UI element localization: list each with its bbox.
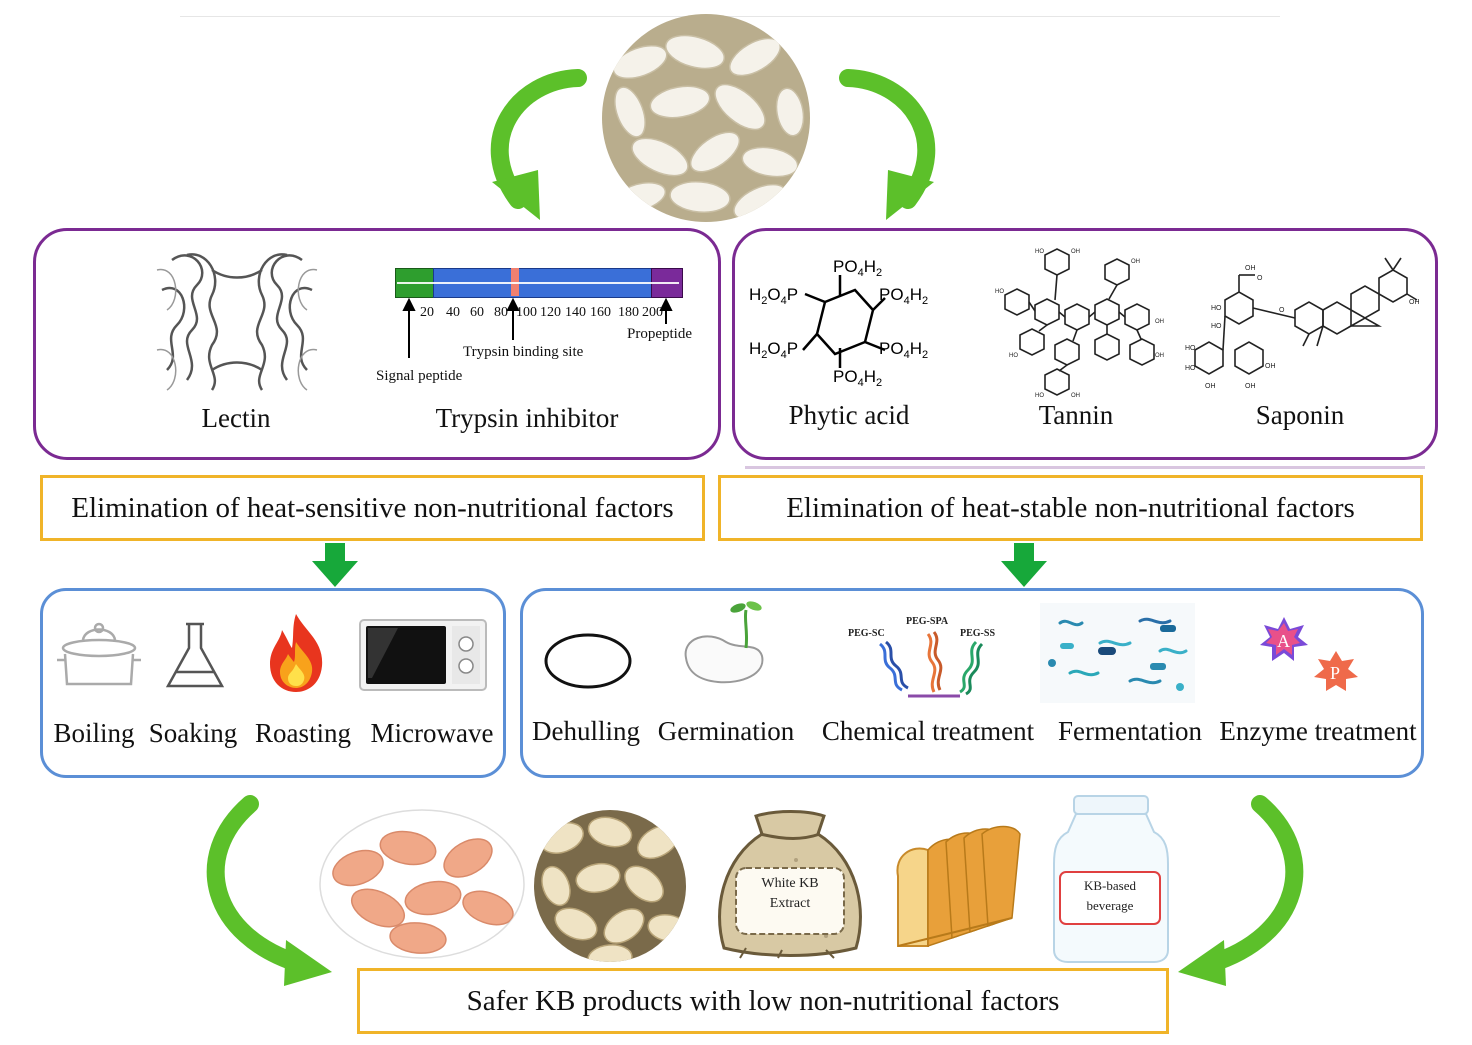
lectin-label: Lectin (201, 403, 271, 433)
flask-icon (165, 622, 225, 688)
svg-text:HO: HO (1035, 393, 1044, 399)
saponin-label: Saponin (1255, 400, 1345, 430)
bread-loaf-icon (896, 825, 1021, 948)
down-arrow-left-icon (312, 543, 358, 587)
annotation-arrows (402, 297, 673, 358)
down-arrow-right-icon (1001, 543, 1047, 587)
peg-chains-icon: PEG-SC PEG-SPA PEG-SS (848, 616, 995, 698)
germination-label: Germination (657, 716, 795, 746)
beverage-jar-icon: KB-based beverage (1053, 795, 1169, 963)
curved-arrow-bottom-right-icon (1178, 795, 1304, 986)
enzyme-a-label: A (1277, 631, 1290, 651)
heat-stable-factors-panel (732, 228, 1438, 460)
sequence-ticks: 20 40 60 80 100 120 140 160 180 200 (420, 305, 670, 321)
dehulled-beans-photo (534, 810, 686, 962)
peg-ss-label: PEG-SS (960, 628, 995, 639)
tannin-structure-icon: HO OH OH HO OH HO OH HO OH (995, 248, 1164, 399)
chemical-treatment-label: Chemical treatment (821, 716, 1035, 746)
heat-sensitive-factors-panel (33, 228, 721, 460)
tick-label: 160 (590, 305, 611, 320)
svg-text:HO: HO (1035, 249, 1044, 255)
tick-label: 20 (420, 305, 434, 320)
trypsin-binding-site-label: Trypsin binding site (463, 344, 584, 360)
curved-arrow-left-icon (490, 69, 587, 220)
lectin-protein-structure-icon (156, 253, 318, 391)
enzyme-stars-icon: A P (1260, 617, 1358, 691)
svg-text:OH: OH (1155, 353, 1164, 359)
tick-label: 80 (494, 305, 508, 320)
heat-stable-heading: Elimination of heat-stable non-nutrition… (718, 475, 1423, 541)
microwave-label: Microwave (370, 718, 494, 748)
panel-shadow-line (745, 466, 1425, 469)
svg-text:HO: HO (995, 289, 1004, 295)
sprouting-bean-icon (684, 601, 764, 684)
svg-text:OH: OH (1071, 393, 1080, 399)
svg-text:OH: OH (1155, 319, 1164, 325)
phytic-acid-label: Phytic acid (788, 400, 910, 430)
svg-text:O: O (1257, 275, 1263, 282)
signal-peptide-label: Signal peptide (376, 368, 463, 384)
heat-sensitive-heading: Elimination of heat-sensitive non-nutrit… (40, 475, 705, 541)
svg-text:PO4H2: PO4H2 (833, 257, 882, 279)
fire-icon (270, 614, 323, 692)
sequence-highlight-line (397, 282, 679, 284)
boiling-label: Boiling (53, 718, 135, 748)
microwave-icon (359, 619, 487, 691)
propeptide-label: Propeptide (627, 326, 692, 342)
tick-label: 180 (618, 305, 639, 320)
svg-text:HO: HO (1185, 365, 1196, 372)
svg-text:OH: OH (1265, 363, 1276, 370)
svg-text:OH: OH (1245, 383, 1256, 390)
final-result-box: Safer KB products with low non-nutrition… (357, 968, 1169, 1034)
tick-label: 100 (516, 305, 537, 320)
svg-text:OH: OH (1245, 265, 1256, 272)
dehulling-label: Dehulling (532, 716, 640, 746)
fermentation-label: Fermentation (1058, 716, 1202, 746)
tick-label: 60 (470, 305, 484, 320)
tick-label: 200 (642, 305, 663, 320)
svg-text:H2O4P: H2O4P (749, 285, 798, 307)
roasting-label: Roasting (254, 718, 352, 748)
svg-text:HO: HO (1211, 323, 1222, 330)
tannin-label: Tannin (1038, 400, 1114, 430)
cooking-pot-icon (57, 622, 141, 686)
extract-sack-label: White KB Extract (761, 876, 819, 911)
trypsin-inhibitor-sequence-bar (395, 268, 685, 298)
curved-arrow-right-icon (839, 69, 936, 220)
svg-text:OH: OH (1409, 299, 1420, 306)
tick-label: 120 (540, 305, 561, 320)
svg-text:PO4H2: PO4H2 (833, 367, 882, 389)
white-kidney-beans-photo (602, 14, 810, 222)
svg-text:OH: OH (1131, 259, 1140, 265)
svg-text:OH: OH (1071, 249, 1080, 255)
hull-ring-icon (544, 633, 632, 689)
soaking-label: Soaking (148, 718, 238, 748)
svg-text:O: O (1279, 307, 1285, 314)
enzyme-p-label: P (1330, 663, 1340, 683)
tick-label: 40 (446, 305, 460, 320)
svg-text:HO: HO (1009, 353, 1018, 359)
heat-stable-methods-panel (520, 588, 1424, 778)
cooked-beans-photo (319, 809, 525, 959)
microbes-icon (1040, 603, 1195, 703)
top-divider (180, 16, 1280, 17)
peg-spa-label: PEG-SPA (906, 616, 949, 627)
phytic-acid-structure-icon: PO4H2 PO4H2 PO4H2 PO4H2 H2O4P H2O4P (749, 257, 928, 389)
peg-sc-label: PEG-SC (848, 628, 885, 639)
svg-text:PO4H2: PO4H2 (879, 339, 928, 361)
beverage-jar-label: KB-based beverage (1084, 878, 1136, 913)
curved-arrow-bottom-left-icon (206, 795, 332, 986)
svg-text:HO: HO (1185, 345, 1196, 352)
trypsin-inhibitor-label: Trypsin inhibitor (435, 403, 619, 433)
svg-text:OH: OH (1205, 383, 1216, 390)
enzyme-treatment-label: Enzyme treatment (1219, 716, 1417, 746)
tick-label: 140 (565, 305, 586, 320)
svg-text:PO4H2: PO4H2 (879, 285, 928, 307)
svg-text:H2O4P: H2O4P (749, 339, 798, 361)
svg-text:HO: HO (1211, 305, 1222, 312)
extract-sack-icon: White KB Extract (718, 810, 862, 959)
